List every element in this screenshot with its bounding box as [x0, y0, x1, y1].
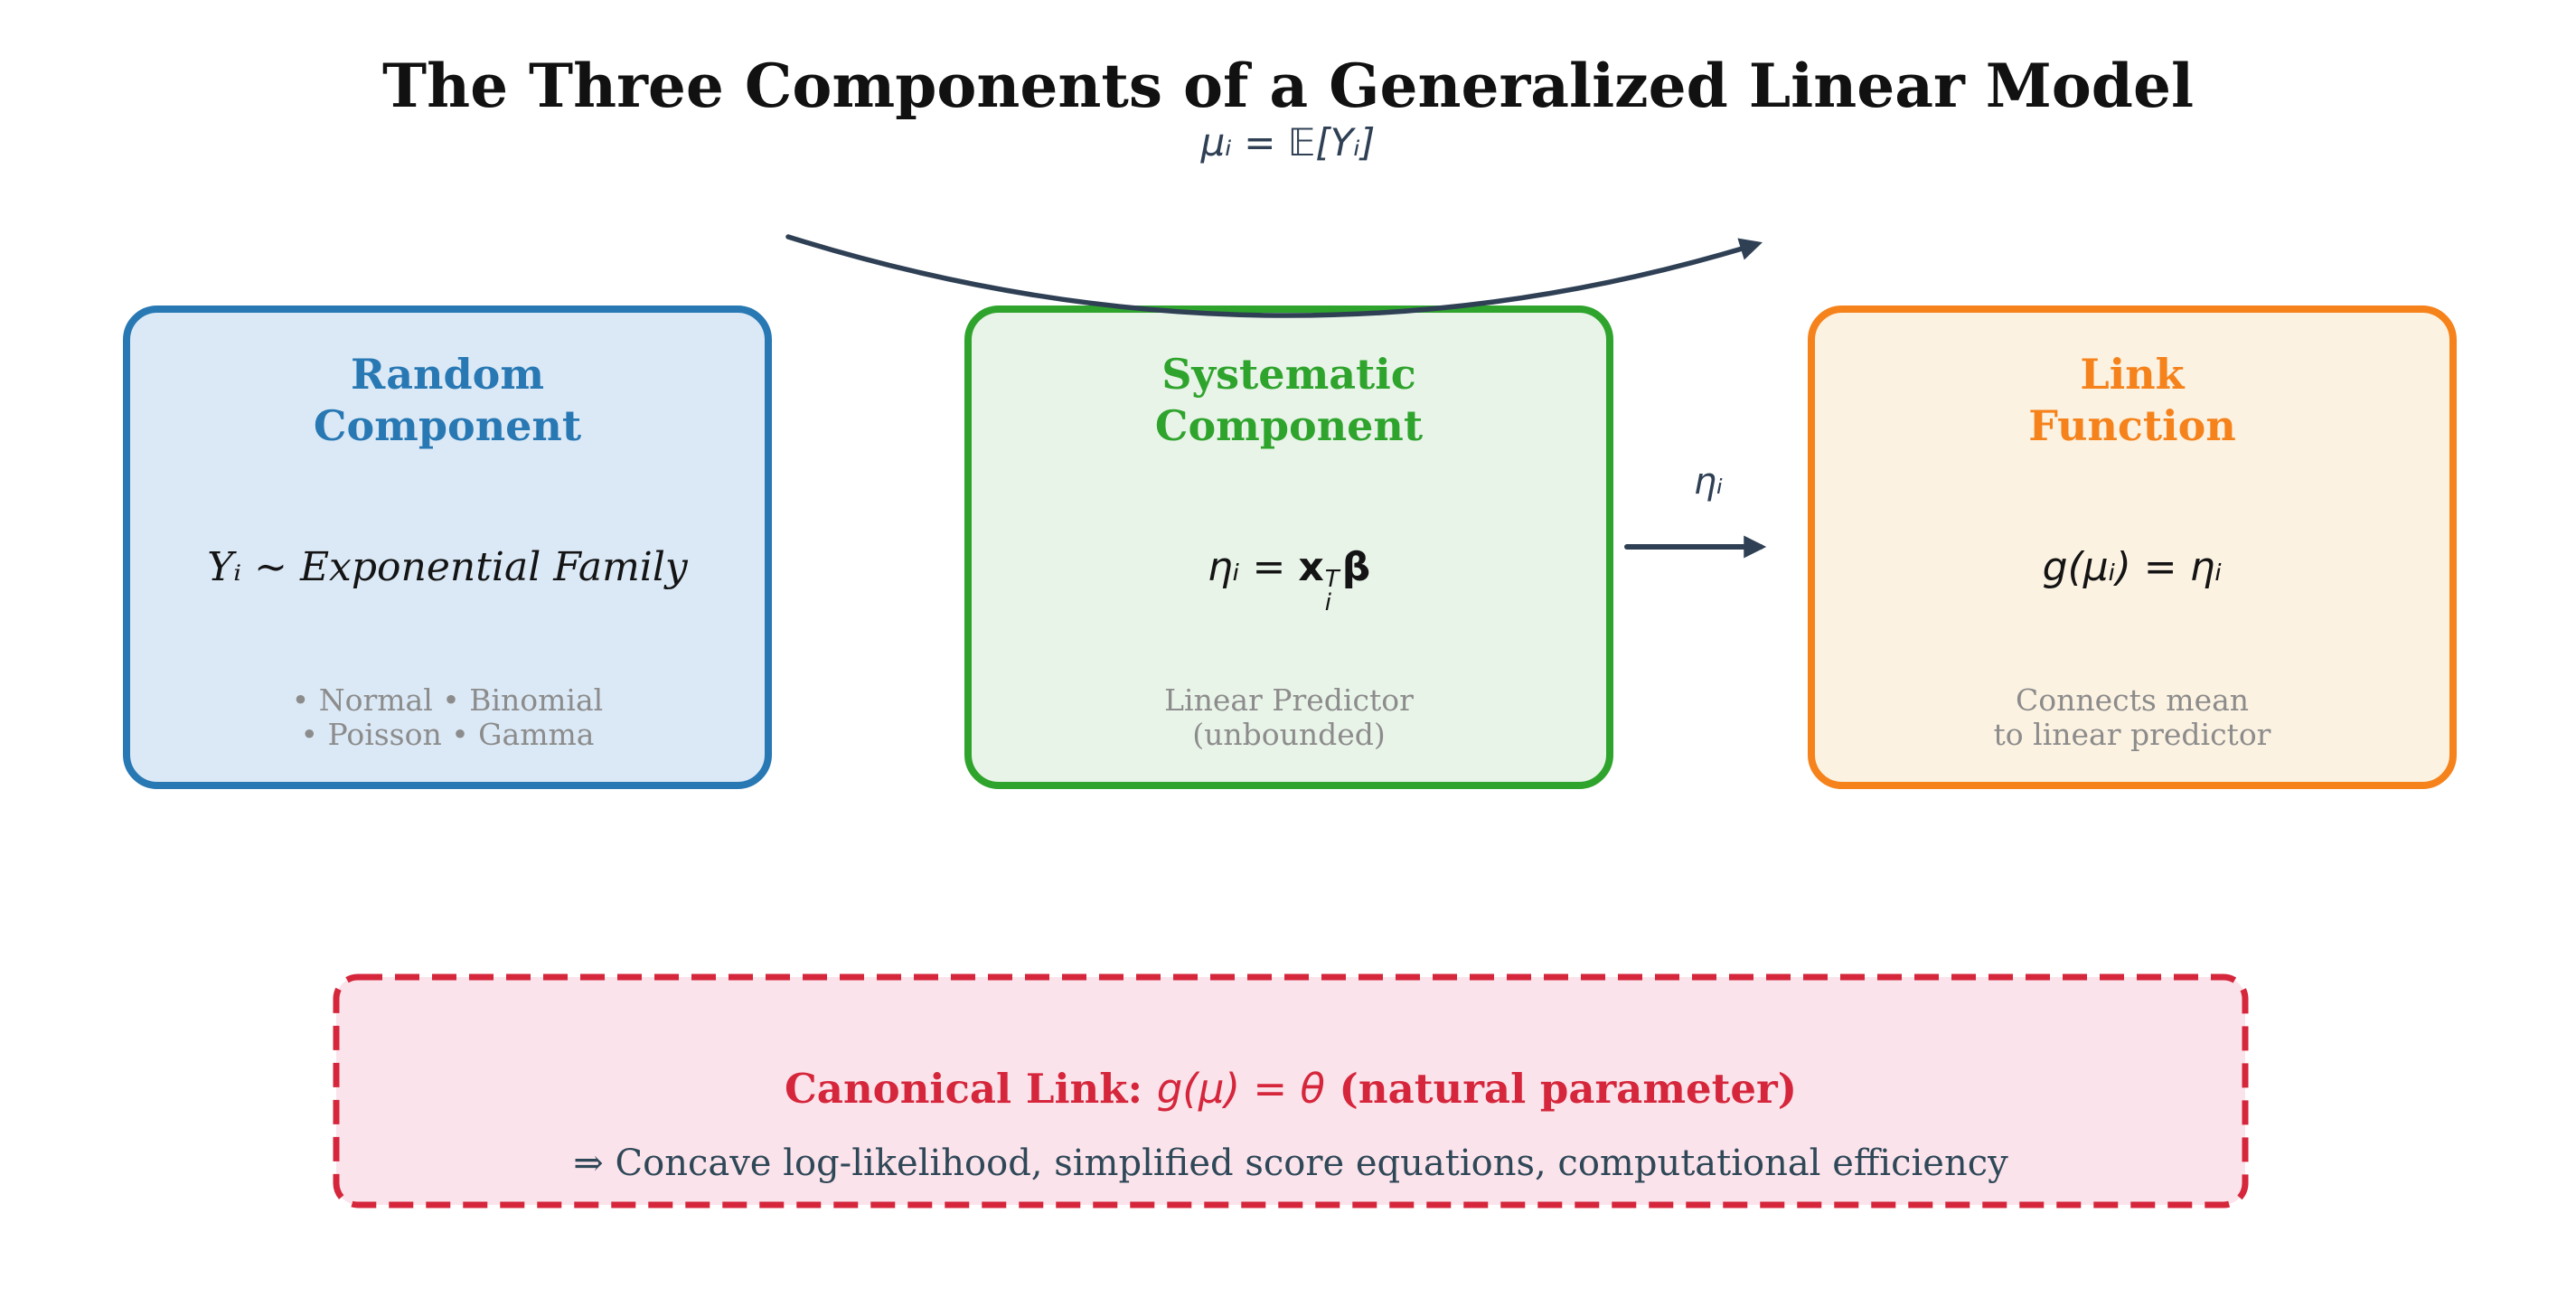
heading-line: Function	[2028, 401, 2236, 450]
systematic-component-heading: Systematic Component	[972, 349, 1606, 452]
heading-line: Component	[1154, 401, 1424, 450]
heading-line: Component	[313, 401, 582, 450]
link-function-box: Link Function g(μᵢ) = ηᵢ Connects mean t…	[1808, 306, 2457, 789]
caption-line: • Poisson • Gamma	[300, 717, 595, 752]
random-component-box: Random Component Yᵢ ∼ Exponential Family…	[123, 306, 772, 789]
canonical-suffix: (natural parameter)	[1324, 1065, 1798, 1113]
random-component-examples: • Normal • Binomial • Poisson • Gamma	[130, 683, 765, 752]
heading-line: Random	[350, 350, 545, 399]
random-component-heading: Random Component	[130, 349, 765, 452]
formula-transpose: T	[1324, 566, 1340, 593]
heading-line: Systematic	[1161, 350, 1416, 399]
formula-x-vector: x	[1298, 544, 1324, 590]
caption-line: (unbounded)	[1192, 717, 1386, 752]
eta-arrow-label: ηᵢ	[1693, 461, 1724, 503]
formula-beta: β	[1341, 544, 1371, 590]
formula-index: i	[1324, 589, 1332, 616]
canonical-link-title: Canonical Link: g(μ) = θ (natural parame…	[336, 1062, 2245, 1116]
link-function-caption: Connects mean to linear predictor	[1815, 683, 2449, 752]
caption-line: Connects mean	[2015, 682, 2250, 718]
canonical-link-benefits: ⇒ Concave log-likelihood, simplified sco…	[573, 1142, 2008, 1184]
caption-line: Linear Predictor	[1164, 682, 1414, 718]
formula-eta: ηᵢ =	[1207, 544, 1299, 590]
caption-line: to linear predictor	[1993, 717, 2271, 752]
heading-line: Link	[2080, 350, 2185, 399]
caption-line: • Normal • Binomial	[291, 682, 604, 718]
canonical-prefix: Canonical Link:	[784, 1065, 1157, 1113]
random-component-formula: Yᵢ ∼ Exponential Family	[207, 544, 688, 590]
mean-annotation: μᵢ = 𝔼[Yᵢ]	[1200, 120, 1376, 165]
link-function-formula: g(μᵢ) = ηᵢ	[2042, 544, 2223, 590]
curved-arrow-mean	[785, 234, 1763, 318]
link-function-heading: Link Function	[1815, 349, 2449, 452]
canonical-math: g(μ) = θ	[1156, 1065, 1325, 1113]
page-title: The Three Components of a Generalized Li…	[381, 51, 2195, 121]
systematic-component-caption: Linear Predictor (unbounded)	[972, 683, 1606, 752]
